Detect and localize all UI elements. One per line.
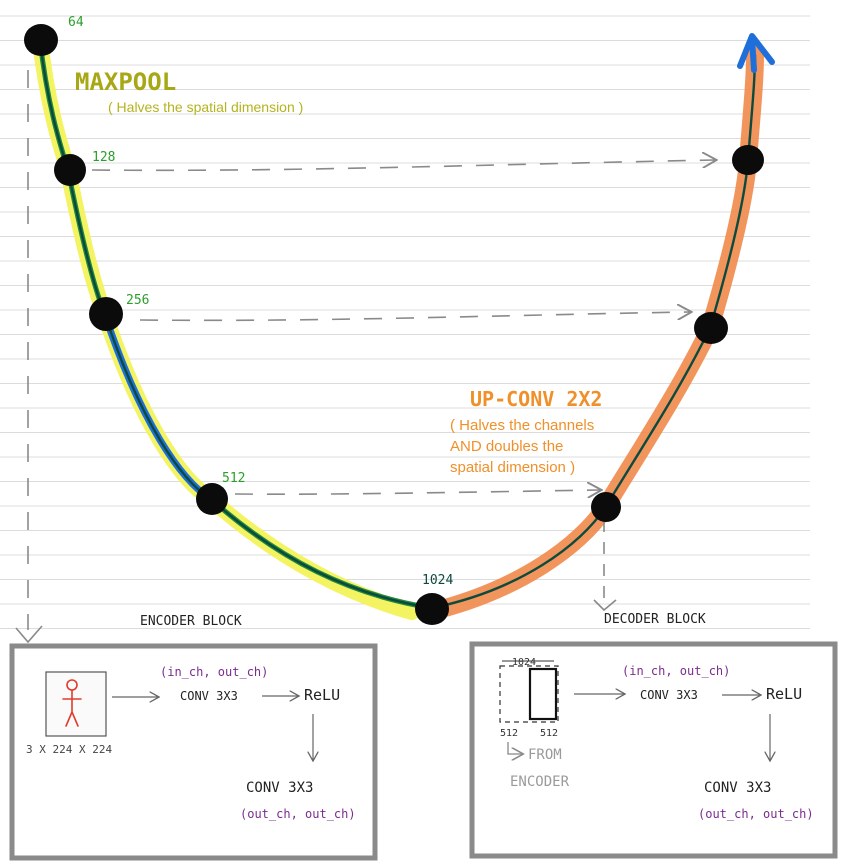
- feature-map-solid: [528, 667, 558, 721]
- upconv-desc-line-1: ( Halves the channels: [450, 417, 594, 434]
- decoder-size-right: 512: [540, 728, 558, 739]
- skip-connection-128: [91, 160, 715, 172]
- encoder-conv-bottom: CONV 3X3: [246, 780, 313, 796]
- encoder-params-top: (in_ch, out_ch): [160, 665, 268, 679]
- node-256: [89, 297, 123, 331]
- feature-map-dashed: [499, 665, 559, 723]
- upconv-desc-line-3: spatial dimension ): [450, 459, 575, 476]
- encoder-path-lower: [209, 497, 435, 611]
- channel-label-512: 512: [222, 471, 245, 486]
- decoder-conv-bottom: CONV 3X3: [704, 780, 771, 796]
- node-decoder-512: [591, 492, 621, 522]
- upconv-desc-line-2: AND doubles the: [450, 438, 563, 455]
- node-128: [54, 154, 86, 186]
- skip-connection-256: [139, 312, 690, 322]
- decoder-block: 1024 512 512 FROM ENCODER (in_ch, out_ch…: [469, 641, 838, 859]
- node-decoder-256: [694, 312, 728, 344]
- encoder-params-bottom: (out_ch, out_ch): [240, 807, 356, 821]
- decoder-params-top: (in_ch, out_ch): [622, 664, 730, 678]
- decoder-params-bottom: (out_ch, out_ch): [698, 807, 814, 821]
- encoder-relu: ReLU: [304, 686, 340, 704]
- person-icon: [62, 679, 82, 727]
- from-encoder-arrow: [507, 742, 522, 754]
- decoder-drop-arrow-icon: [593, 599, 617, 612]
- skip-connection-512: [234, 490, 600, 494]
- encoder-conv-top: CONV 3X3: [180, 689, 238, 703]
- maxpool-title: MAXPOOL: [75, 68, 176, 96]
- maxpool-desc: ( Halves the spatial dimension ): [108, 99, 303, 115]
- channel-label-128: 128: [92, 150, 115, 165]
- upconv-title: UP-CONV 2X2: [470, 387, 602, 411]
- node-512: [196, 483, 228, 515]
- decoder-block-frame: [469, 641, 838, 859]
- decoder-nodes: [591, 145, 764, 522]
- decoder-block-title: DECODER BLOCK: [604, 612, 706, 627]
- channel-label-256: 256: [126, 293, 149, 308]
- from-encoder-line-2: ENCODER: [510, 774, 570, 790]
- node-1024: [415, 593, 449, 625]
- from-encoder-line-1: FROM: [528, 747, 562, 763]
- channel-label-1024: 1024: [422, 573, 453, 588]
- u-curve-core: [38, 38, 757, 610]
- input-size-label: 3 X 224 X 224: [26, 743, 112, 756]
- node-64: [24, 24, 58, 56]
- encoder-block: 3 X 224 X 224 (in_ch, out_ch) CONV 3X3 R…: [9, 643, 378, 861]
- decoder-conv-top: CONV 3X3: [640, 688, 698, 702]
- encoder-block-title: ENCODER BLOCK: [140, 614, 242, 629]
- decoder-size-left: 512: [500, 728, 518, 739]
- encoder-block-frame: [9, 643, 378, 861]
- encoder-drop-arrow-icon: [15, 625, 43, 644]
- decoder-size-top: 1024: [512, 657, 536, 668]
- encoder-nodes: [24, 24, 449, 625]
- node-decoder-128: [732, 145, 764, 175]
- decoder-relu: ReLU: [766, 685, 802, 703]
- channel-label-64: 64: [68, 15, 84, 30]
